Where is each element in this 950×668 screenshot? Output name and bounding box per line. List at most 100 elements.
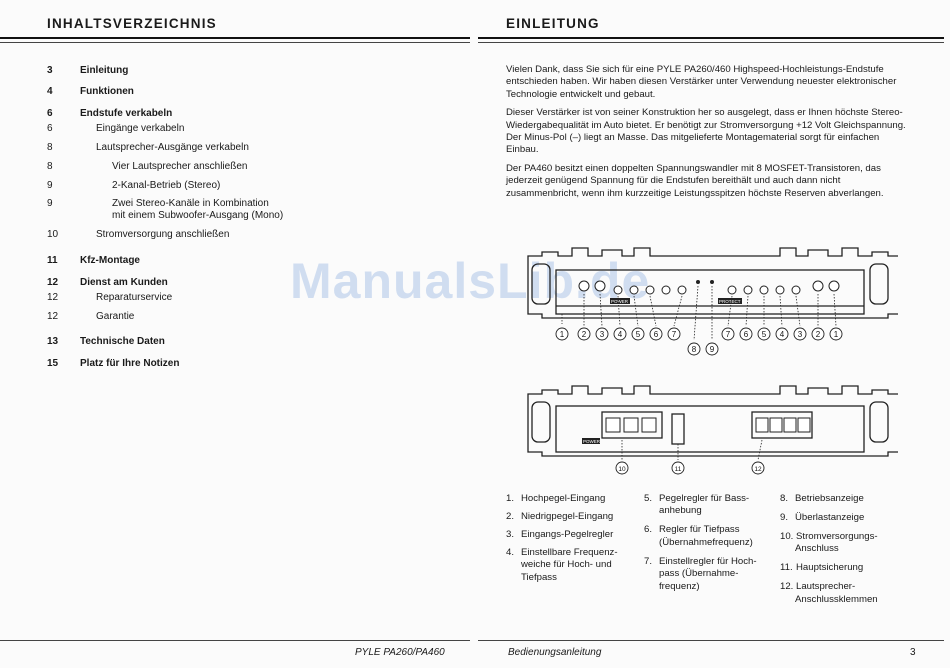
callout-number: 3 xyxy=(798,330,803,339)
toc-page-number: 15 xyxy=(47,358,59,369)
toc-label: Stromversorgung anschließen xyxy=(96,229,230,240)
callout-circle xyxy=(649,327,663,341)
legend-item: 5. Pegelregler für Bass-anhebung xyxy=(644,493,749,518)
callout-number: 7 xyxy=(726,330,731,339)
legend-number: 7. xyxy=(644,555,653,567)
right-page: EINLEITUNG Vielen Dank, dass Sie sich fü… xyxy=(478,0,950,668)
callout-number: 1 xyxy=(560,330,565,339)
callout-circle xyxy=(829,327,843,341)
toc-page-number: 4 xyxy=(47,86,53,97)
legend-text: Tiefpass xyxy=(521,571,557,583)
toc-label: Lautsprecher-Ausgänge verkabeln xyxy=(96,142,249,153)
legend-item: 12.Lautsprecher-Anschlussklemmen xyxy=(780,581,878,606)
callout-number: 9 xyxy=(710,345,715,354)
callout-circle xyxy=(757,327,771,341)
toc-page-number: 12 xyxy=(47,311,59,322)
callout-circle xyxy=(671,461,685,475)
legend-text: Hochpegel-Eingang xyxy=(521,493,606,504)
legend-item: 10.Stromversorgungs-Anschluss xyxy=(780,531,878,556)
intro-heading: EINLEITUNG xyxy=(506,16,600,31)
toc-page-number: 3 xyxy=(47,65,53,76)
callout-number: 5 xyxy=(636,330,641,339)
callout-number: 10 xyxy=(618,466,626,473)
callout-circle xyxy=(555,327,569,341)
callout-number: 4 xyxy=(780,330,785,339)
intro-paragraph: Vielen Dank, dass Sie sich für eine PYLE… xyxy=(506,64,897,100)
toc-label: mit einem Subwoofer-Ausgang (Mono) xyxy=(112,210,284,221)
callout-number: 4 xyxy=(618,330,623,339)
toc-label: Einleitung xyxy=(80,65,129,76)
power-badge xyxy=(610,298,630,304)
footer-model: PYLE PA260/PA460 xyxy=(355,647,445,658)
watermark: ManualsLib.de xyxy=(290,253,651,309)
toc-page-number: 11 xyxy=(47,255,58,266)
intro-paragraph: Dieser Verstärker ist von seiner Konstru… xyxy=(506,107,906,156)
legend-number: 10. xyxy=(780,531,794,542)
power-badge xyxy=(582,438,600,444)
legend-item: 6.Regler für Tiefpass(Übernahmefrequenz) xyxy=(644,524,753,549)
page-number: 3 xyxy=(910,647,916,658)
callout-number: 2 xyxy=(816,330,821,339)
toc-page-number: 9 xyxy=(47,180,53,191)
legend-text: Pegelregler für Bass- xyxy=(659,493,750,504)
legend-text: Einstellregler für Hoch- xyxy=(659,555,757,567)
callout-circle xyxy=(687,342,701,356)
legend-text: Überlastanzeige xyxy=(795,512,865,523)
callout-circle xyxy=(721,327,735,341)
protect-label: PROTECT xyxy=(719,299,741,304)
callout-circle xyxy=(613,327,627,341)
intro-text: Vielen Dank, dass Sie sich für eine PYLE… xyxy=(506,64,911,206)
toc-page-number: 12 xyxy=(47,277,59,288)
legend-text: weiche für Hoch- und xyxy=(521,559,612,571)
legend-number: 12. xyxy=(780,581,794,593)
legend-text: pass (Übernahme- xyxy=(659,568,739,580)
legend-number: 8. xyxy=(780,493,789,504)
power-label: POWER xyxy=(611,299,629,304)
callout-circle xyxy=(751,461,765,475)
legend-text: (Übernahmefrequenz) xyxy=(659,536,753,548)
callout-circle xyxy=(577,327,591,341)
legend-number: 5. xyxy=(644,493,653,504)
toc-page-number: 10 xyxy=(47,229,59,240)
toc-label: Zwei Stereo-Kanäle in Kombination xyxy=(112,198,269,209)
callout-number: 3 xyxy=(600,330,605,339)
legend-text: Stromversorgungs- xyxy=(796,531,878,542)
toc-label: Kfz-Montage xyxy=(80,255,140,266)
toc-page-number: 8 xyxy=(47,142,53,153)
footer-rule xyxy=(478,640,944,641)
legend-text: Eingangs-Pegelregler xyxy=(521,529,614,540)
legend-number: 11. xyxy=(780,562,793,574)
legend-item: 2.Niedrigpegel-Eingang xyxy=(506,511,613,523)
legend-number: 3. xyxy=(506,529,515,540)
heading-rule xyxy=(0,37,470,39)
legend-item: 1. Hochpegel-Eingang xyxy=(506,493,605,505)
legend-text: anhebung xyxy=(659,505,702,517)
callout-number: 7 xyxy=(672,330,677,339)
toc-label: Eingänge verkabeln xyxy=(96,123,185,134)
toc-label: Funktionen xyxy=(80,86,134,97)
callout-circle xyxy=(615,461,629,475)
callout-number: 11 xyxy=(675,466,682,473)
callout-number: 2 xyxy=(582,330,587,339)
callout-circle xyxy=(775,327,789,341)
heading-rule xyxy=(478,37,944,39)
toc-label: Endstufe verkabeln xyxy=(80,108,173,119)
footer-rule xyxy=(0,640,470,641)
legend-text: Einstellbare Frequenz- xyxy=(521,547,618,558)
callout-circle xyxy=(811,327,825,341)
callout-circle xyxy=(595,327,609,341)
toc-label: Platz für Ihre Notizen xyxy=(80,358,180,369)
toc-page-number: 9 xyxy=(47,198,53,209)
legend-number: 1. xyxy=(506,493,515,504)
legend-text: frequenz) xyxy=(659,580,700,592)
intro-paragraph: Der PA460 besitzt einen doppelten Spannu… xyxy=(506,162,884,199)
callout-circle xyxy=(667,327,681,341)
heading-rule-thin xyxy=(478,42,944,43)
toc-page-number: 6 xyxy=(47,108,53,119)
footer-title: Bedienungsanleitung xyxy=(508,647,602,658)
legend-number: 6. xyxy=(644,524,653,536)
toc-page-number: 8 xyxy=(47,161,53,172)
legend-item: 8.Betriebsanzeige xyxy=(780,493,864,505)
legend-item: 11.Hauptsicherung xyxy=(780,562,863,574)
callout-number: 12 xyxy=(754,466,762,473)
